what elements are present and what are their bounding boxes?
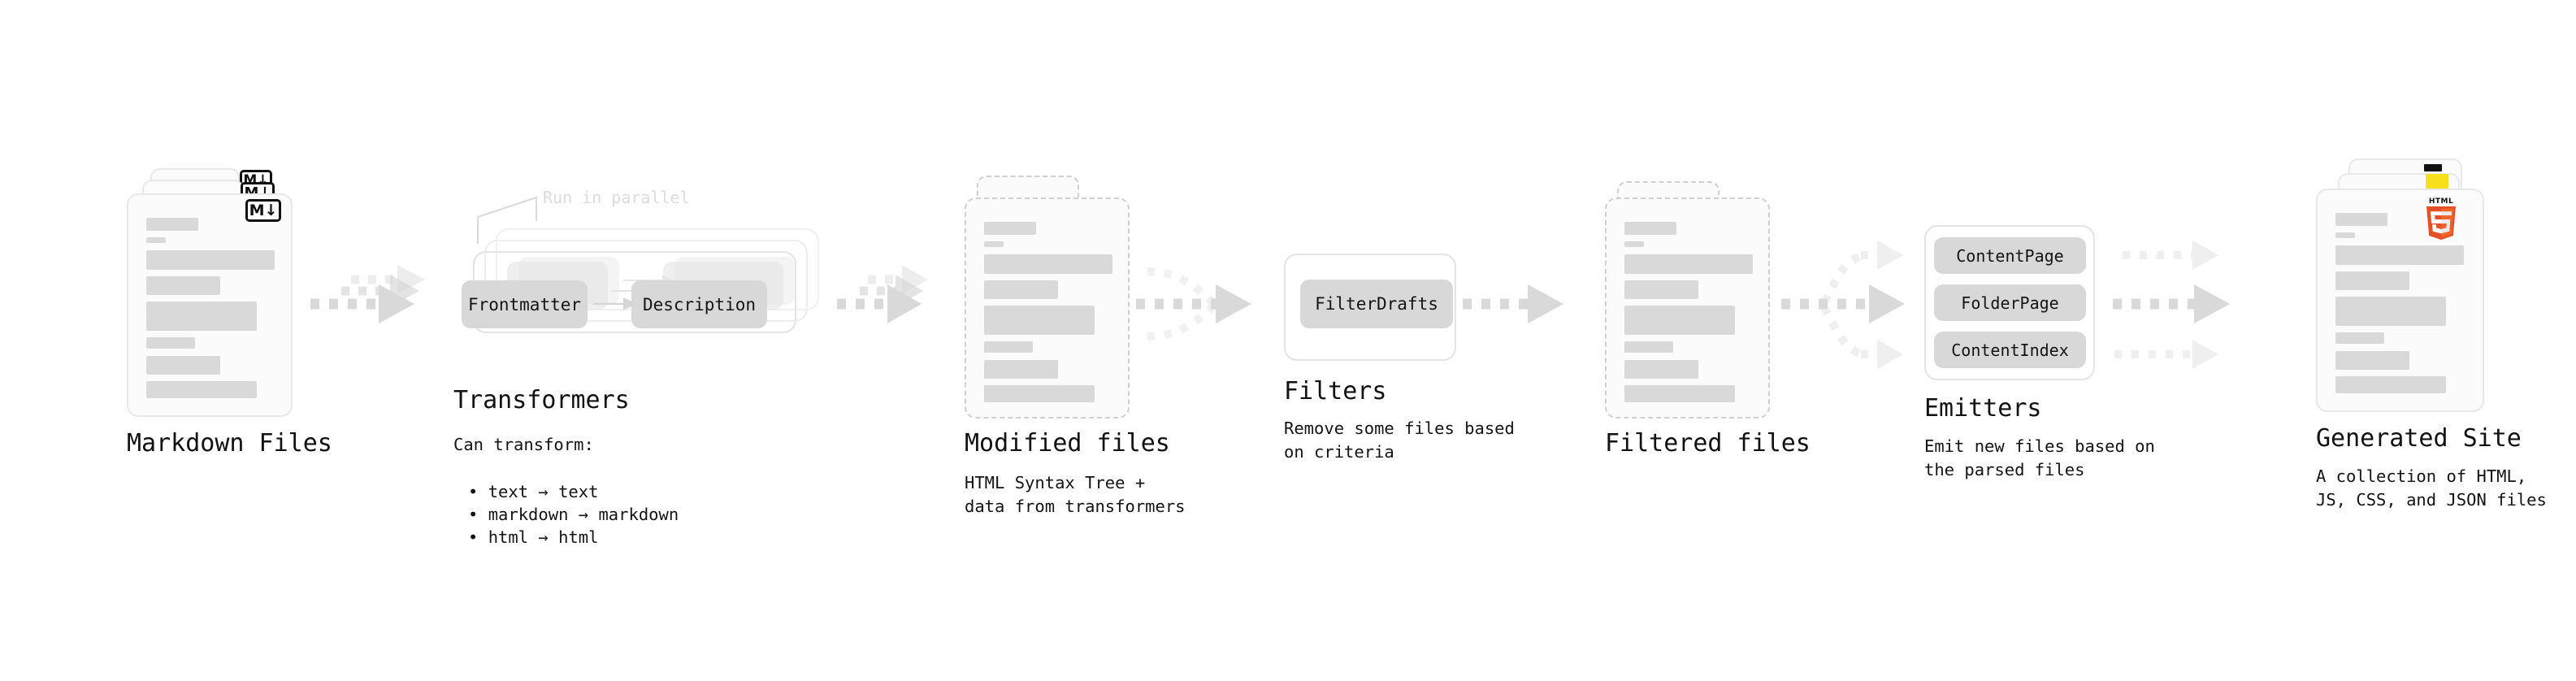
- bullet-dot: •: [468, 482, 488, 501]
- markdown-card-front: [127, 193, 293, 417]
- skeleton-bar: [984, 241, 1004, 247]
- transformer-node-description[interactable]: Description: [631, 280, 767, 328]
- emitter-node-folderpage[interactable]: FolderPage: [1934, 284, 2086, 321]
- stage-transformers: Run in parallel Frontmatter D: [439, 0, 861, 681]
- skeleton-bar: [984, 222, 1036, 235]
- javascript-icon: [2426, 174, 2448, 190]
- stage-title-modified-files: Modified files: [965, 429, 1170, 458]
- skeleton-bar: [1624, 341, 1673, 353]
- filters-group: [1284, 254, 1456, 361]
- emitters-group: [1924, 225, 2095, 380]
- skeleton-bar: [984, 341, 1033, 353]
- stage-title-emitters: Emitters: [1924, 394, 2042, 423]
- skeleton-bar: [1624, 254, 1753, 274]
- stage-title-transformers: Transformers: [453, 386, 630, 414]
- filtered-card-front: [1605, 197, 1770, 419]
- emitter-node-label: FolderPage: [1961, 293, 2059, 313]
- skeleton-bar: [2335, 376, 2446, 393]
- stage-subtitle-modified-files: HTML Syntax Tree + data from transformer…: [965, 473, 1186, 516]
- emitter-node-contentindex[interactable]: ContentIndex: [1934, 332, 2086, 368]
- skeleton-bar: [984, 306, 1095, 335]
- skeleton-bar: [984, 385, 1095, 402]
- skeleton-bar: [146, 218, 198, 231]
- skeleton-bar: [2335, 297, 2446, 326]
- transformer-bullet-label: html → html: [488, 527, 599, 547]
- transformer-front-arrow: [593, 297, 638, 310]
- skeleton-bar: [984, 360, 1058, 379]
- skeleton-bar: [146, 337, 195, 349]
- skeleton-bar: [2335, 351, 2409, 370]
- transformer-bullet-label: markdown → markdown: [488, 505, 679, 524]
- filter-node-label: FilterDrafts: [1315, 294, 1438, 314]
- stage-markdown-files: M↓ M↓ M↓ Markdown Files: [0, 0, 341, 681]
- skeleton-bar: [984, 254, 1112, 274]
- skeleton-bar: [146, 237, 166, 243]
- skeleton-bar: [2335, 232, 2355, 238]
- transformer-bullet-0: • text → text: [468, 457, 598, 504]
- skeleton-bar: [984, 280, 1058, 299]
- stage-subtitle-generated-site: A collection of HTML, JS, CSS, and JSON …: [2316, 466, 2547, 510]
- site-card-front: [2316, 189, 2484, 412]
- stage-subtitle-emitters: Emit new files based on the parsed files: [1924, 436, 2155, 479]
- skeleton-bar: [2335, 245, 2464, 265]
- stage-filtered-files: Filtered files: [1576, 0, 1885, 681]
- stage-generated-site: HTML Generated Site A collection of HTML…: [2227, 0, 2576, 681]
- transformer-node-label: Description: [642, 294, 757, 314]
- skeleton-bar: [2335, 213, 2387, 226]
- skeleton-bar: [1624, 306, 1735, 335]
- run-in-parallel-label: Run in parallel: [543, 188, 690, 207]
- transformer-node-frontmatter[interactable]: Frontmatter: [462, 280, 588, 328]
- html5-icon: HTML: [2423, 197, 2459, 243]
- stage-subtitle-transformers: Can transform:: [453, 435, 594, 454]
- transformer-ghost-arrows: [611, 275, 675, 297]
- skeleton-bar: [146, 301, 257, 331]
- transformer-bullet-2: • html → html: [468, 502, 598, 549]
- skeleton-bar: [146, 381, 257, 398]
- stage-title-generated-site: Generated Site: [2316, 424, 2522, 453]
- filter-node-filterdrafts[interactable]: FilterDrafts: [1300, 280, 1453, 328]
- transformer-node-label: Frontmatter: [467, 294, 582, 314]
- stage-title-filtered-files: Filtered files: [1605, 429, 1811, 458]
- bullet-dot: •: [468, 505, 488, 524]
- stage-emitters: ContentPage FolderPage ContentIndex Emit…: [1885, 0, 2210, 681]
- emitter-node-contentpage[interactable]: ContentPage: [1934, 237, 2086, 274]
- skeleton-bar: [146, 356, 220, 375]
- skeleton-bar: [146, 250, 275, 270]
- markdown-badge-glyph: M↓: [249, 201, 278, 219]
- emitter-node-label: ContentPage: [1956, 245, 2064, 266]
- bullet-dot: •: [468, 527, 488, 547]
- skeleton-bar: [2335, 332, 2384, 344]
- emitter-node-label: ContentIndex: [1951, 340, 2069, 360]
- markdown-badge: M↓: [245, 199, 281, 222]
- skeleton-bar: [1624, 222, 1676, 235]
- transformer-bullet-label: text → text: [488, 482, 599, 501]
- skeleton-bar: [2335, 271, 2409, 290]
- transformer-bullet-1: • markdown → markdown: [468, 479, 679, 527]
- stage-subtitle-filters: Remove some files based on criteria: [1284, 419, 1515, 462]
- skeleton-bar: [1624, 241, 1644, 247]
- skeleton-bar: [146, 276, 220, 295]
- run-in-parallel-bracket: [476, 196, 538, 244]
- stage-filters: FilterDrafts Filters Remove some files b…: [1268, 0, 1576, 681]
- stage-title-filters: Filters: [1284, 377, 1387, 406]
- skeleton-bar: [1624, 280, 1698, 299]
- modified-card-front: [965, 197, 1130, 419]
- stage-title-markdown-files: Markdown Files: [127, 429, 332, 458]
- stage-modified-files: Modified files HTML Syntax Tree + data f…: [935, 0, 1260, 681]
- skeleton-bar: [1624, 360, 1698, 379]
- skeleton-bar: [1624, 385, 1735, 402]
